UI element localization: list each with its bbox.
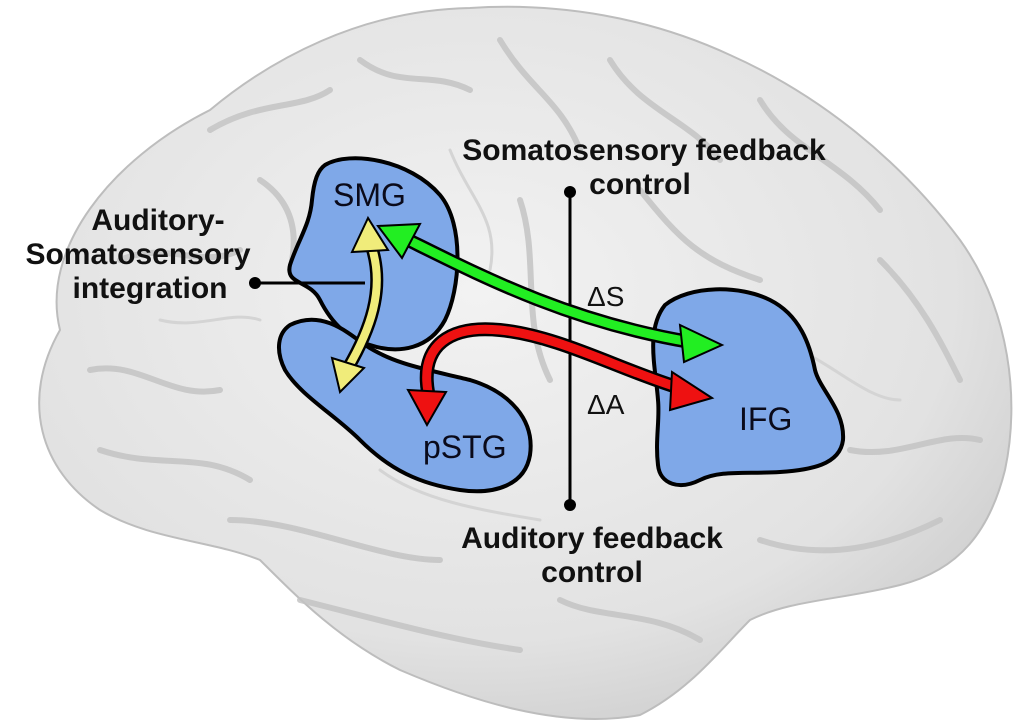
delta-a-label: ΔA: [587, 389, 625, 420]
divider-top-dot: [564, 186, 576, 198]
integration-label-line-2: Somatosensory: [25, 238, 250, 271]
ifg-label: IFG: [739, 401, 792, 437]
green-arrow: [376, 222, 725, 364]
auditory-label-line-1: Auditory feedback: [461, 522, 723, 555]
somatosensory-label: Somatosensory feedback control: [462, 134, 826, 201]
auditory-label-line-2: control: [541, 556, 643, 589]
integration-label-line-3: integration: [73, 272, 228, 305]
smg-label: SMG: [333, 177, 406, 213]
somatosensory-label-line-1: Somatosensory feedback: [462, 134, 826, 167]
yellow-arrow: [330, 215, 390, 394]
divider-bottom-dot: [564, 499, 576, 511]
delta-s-label: ΔS: [587, 281, 624, 312]
somatosensory-label-line-2: control: [589, 168, 691, 201]
pstg-label: pSTG: [423, 429, 507, 465]
integration-leader: [249, 277, 365, 289]
auditory-label: Auditory feedback control: [461, 522, 723, 589]
integration-label: Auditory- Somatosensory integration: [25, 204, 250, 305]
red-arrow: [406, 322, 715, 428]
brain-outline: [38, 5, 1013, 720]
integration-label-line-1: Auditory-: [91, 204, 224, 237]
